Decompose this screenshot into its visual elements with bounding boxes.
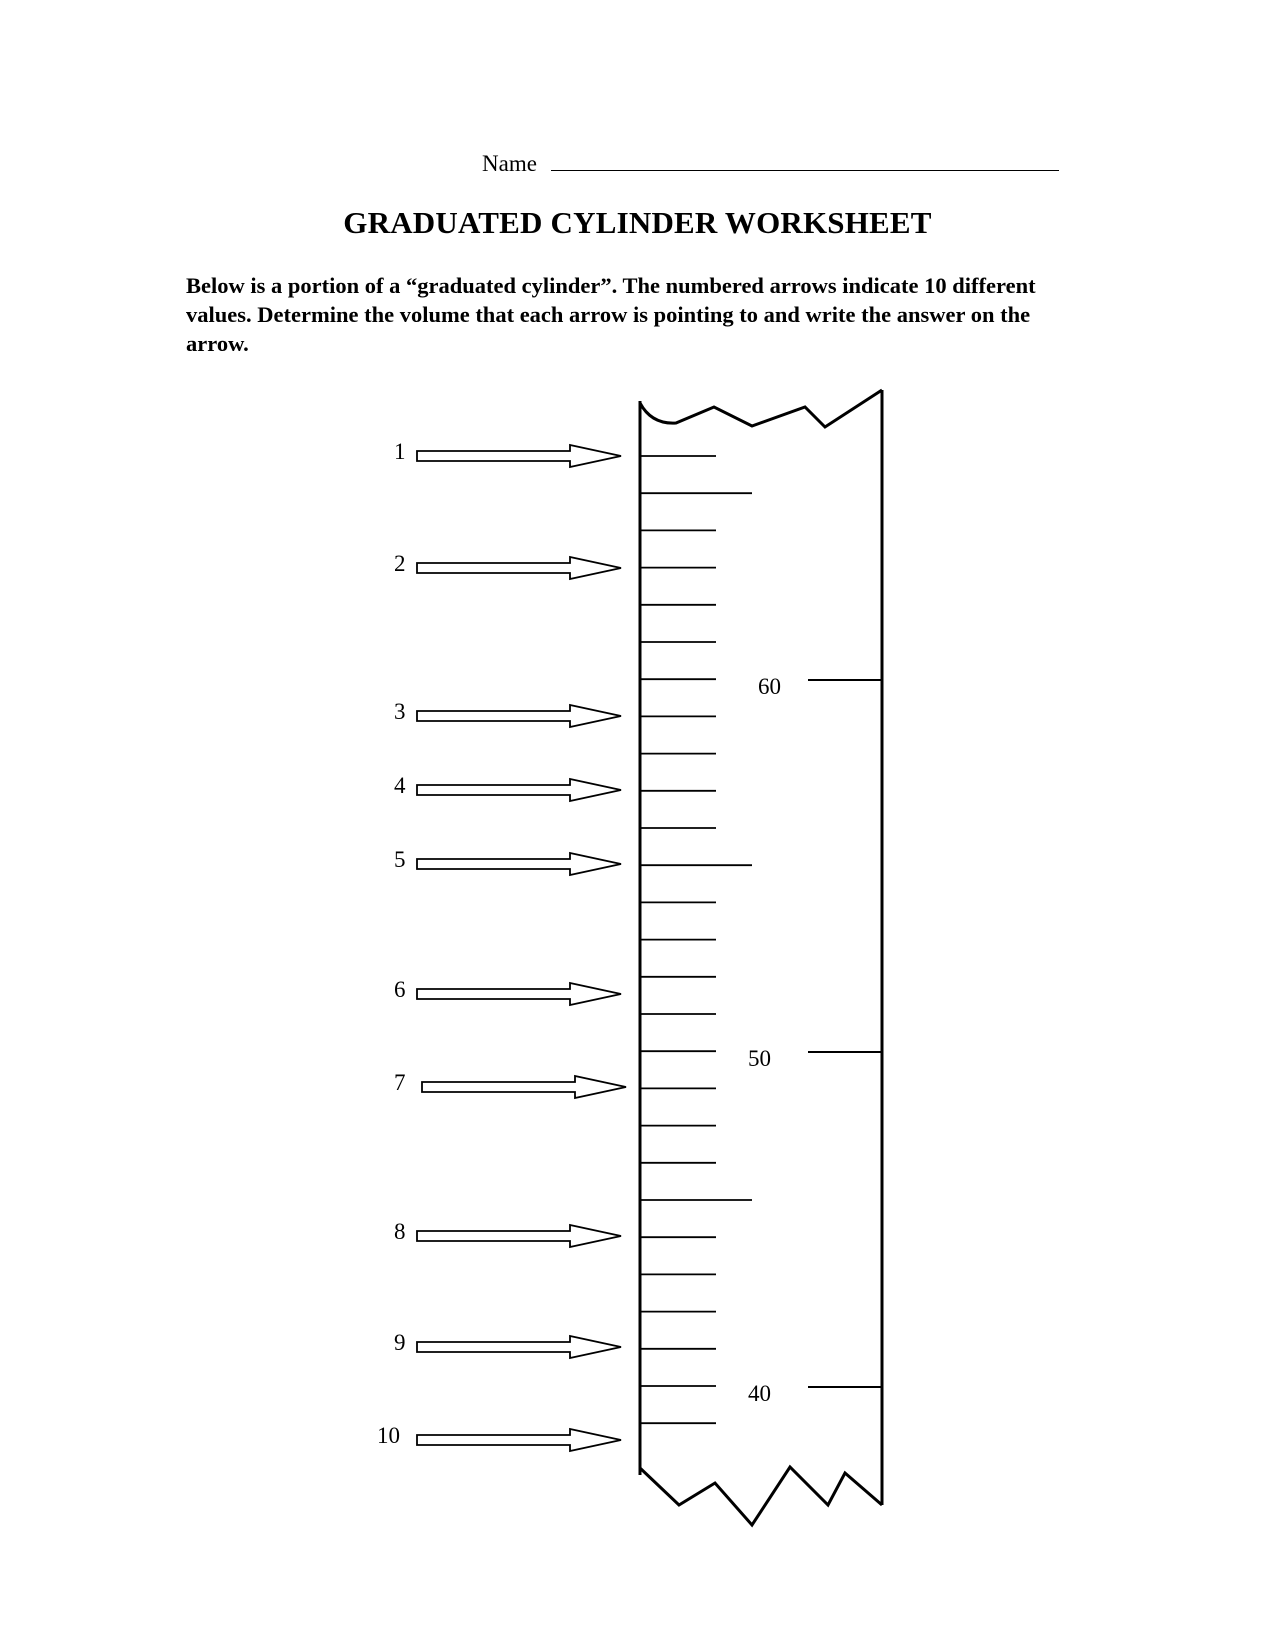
arrow-7 <box>421 1074 627 1100</box>
instructions-text: Below is a portion of a “graduated cylin… <box>186 273 1036 356</box>
arrow-6 <box>416 981 622 1007</box>
arrow-number-4: 4 <box>394 773 406 798</box>
arrow-number-5: 5 <box>394 847 406 872</box>
arrow-8 <box>416 1223 622 1249</box>
arrow-number-7: 7 <box>394 1070 406 1095</box>
name-label: Name <box>482 151 537 176</box>
arrow-number-10: 10 <box>377 1423 400 1448</box>
scale-label-40: 40 <box>748 1381 771 1406</box>
name-field[interactable] <box>550 148 1059 171</box>
cylinder-top-edge <box>638 388 883 429</box>
page-title: GRADUATED CYLINDER WORKSHEET <box>343 205 932 240</box>
arrow-5 <box>416 851 622 877</box>
arrow-2 <box>416 555 622 581</box>
arrow-3 <box>416 703 622 729</box>
arrow-1 <box>416 443 622 469</box>
arrow-9 <box>416 1334 622 1360</box>
cylinder-bottom-edge <box>638 1464 883 1528</box>
arrow-number-8: 8 <box>394 1219 406 1244</box>
arrow-number-3: 3 <box>394 699 406 724</box>
arrow-number-1: 1 <box>394 439 406 464</box>
name-row: Name <box>482 148 1059 177</box>
arrow-number-9: 9 <box>394 1330 406 1355</box>
arrow-10 <box>416 1427 622 1453</box>
arrow-number-2: 2 <box>394 551 406 576</box>
scale-label-60: 60 <box>758 674 781 699</box>
scale-label-50: 50 <box>748 1046 771 1071</box>
arrow-number-6: 6 <box>394 977 406 1002</box>
arrow-4 <box>416 777 622 803</box>
